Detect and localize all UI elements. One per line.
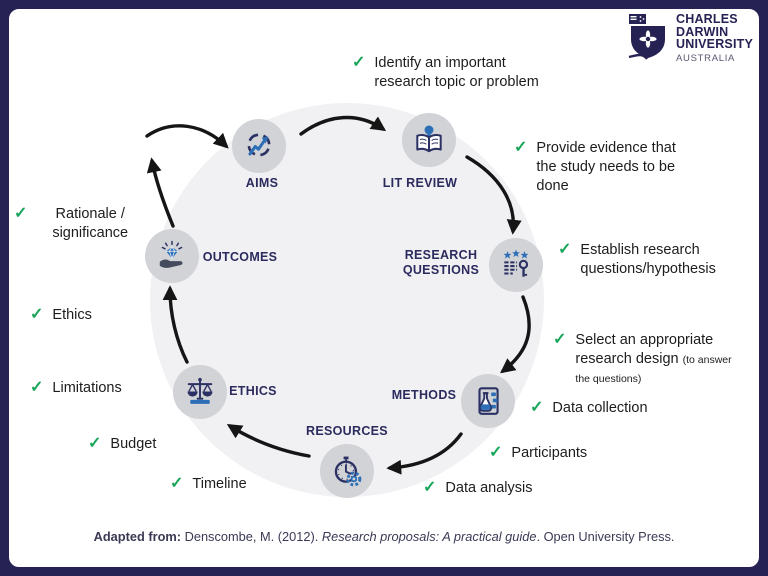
- node-aims: [232, 119, 286, 173]
- citation-title: Research proposals: A practical guide: [321, 529, 537, 544]
- check-icon: ✓: [14, 205, 28, 222]
- check-icon: ✓: [30, 306, 44, 323]
- annotation-text: Rationale / significance: [52, 206, 129, 241]
- annotation-data-collection: ✓ Data collection: [530, 399, 690, 418]
- annotation-text: Budget: [110, 436, 157, 452]
- annotation-timeline: ✓ Timeline: [170, 475, 280, 494]
- logo-line-3: UNIVERSITY: [676, 37, 754, 51]
- annotation-text: Data collection: [552, 400, 648, 416]
- annotation-text: Provide evidence that the study needs to…: [536, 140, 676, 194]
- label-research-questions: RESEARCH QUESTIONS: [402, 248, 480, 277]
- label-lit-review: LIT REVIEW: [382, 176, 458, 190]
- annotation-text: Timeline: [192, 476, 247, 492]
- check-icon: ✓: [514, 139, 528, 156]
- citation-suffix: . Open University Press.: [536, 529, 675, 544]
- annotation-text: Data analysis: [445, 480, 533, 496]
- label-resources: RESOURCES: [306, 424, 388, 438]
- annotation-ethics: ✓ Ethics: [30, 306, 130, 325]
- check-icon: ✓: [170, 475, 184, 492]
- resources-stopwatch-gear-icon: [334, 456, 362, 487]
- annotation-provide-evidence: ✓ Provide evidence that the study needs …: [514, 139, 694, 196]
- annotation-select-design: ✓ Select an appropriate research design …: [553, 331, 748, 388]
- citation: Adapted from: Denscombe, M. (2012). Rese…: [0, 529, 768, 544]
- annotation-text-note: (to answer the questions): [575, 353, 732, 385]
- logo-line-2: DARWIN: [676, 24, 729, 39]
- university-logo: CHARLES DARWIN UNIVERSITY AUSTRALIA: [627, 13, 753, 64]
- ethics-scales-icon: [187, 377, 213, 404]
- aims-target-growth-icon: [247, 133, 271, 157]
- node-methods: [461, 374, 515, 428]
- annotation-data-analysis: ✓ Data analysis: [423, 479, 573, 498]
- annotation-participants: ✓ Participants: [489, 444, 629, 463]
- check-icon: ✓: [530, 399, 544, 416]
- label-methods: METHODS: [391, 388, 457, 402]
- check-icon: ✓: [423, 479, 437, 496]
- annotation-text: Select an appropriate research design (t…: [575, 331, 748, 388]
- annotation-establish: ✓ Establish research questions/hypothesi…: [558, 241, 748, 279]
- annotation-text: Limitations: [52, 380, 122, 396]
- check-icon: ✓: [88, 435, 102, 452]
- check-icon: ✓: [553, 331, 567, 348]
- annotation-identify: ✓ Identify an important research topic o…: [352, 54, 552, 92]
- annotation-budget: ✓ Budget: [88, 435, 188, 454]
- label-outcomes: OUTCOMES: [202, 250, 278, 264]
- check-icon: ✓: [352, 54, 366, 71]
- research-questions-stars-key-icon: [503, 249, 529, 277]
- annotation-text-main: Select an appropriate research design: [575, 332, 714, 367]
- label-ethics: ETHICS: [229, 384, 277, 398]
- check-icon: ✓: [30, 379, 44, 396]
- university-crest-icon: [628, 14, 665, 60]
- lit-review-book-bulb-icon: [416, 125, 442, 153]
- node-outcomes: [145, 229, 199, 283]
- annotation-text: Ethics: [52, 307, 92, 323]
- check-icon: ✓: [558, 241, 572, 258]
- node-research-questions: [489, 238, 543, 292]
- check-icon: ✓: [489, 444, 503, 461]
- annotation-limitations: ✓ Limitations: [30, 379, 160, 398]
- annotation-rationale: ✓ Rationale / significance: [14, 205, 144, 243]
- node-lit-review: [402, 113, 456, 167]
- outcomes-hand-diamond-icon: [159, 240, 183, 268]
- annotation-text: Participants: [511, 445, 588, 461]
- logo-line-1: CHARLES: [676, 12, 738, 26]
- annotation-text: Establish research questions/hypothesis: [580, 242, 716, 277]
- logo-line-4: AUSTRALIA: [676, 52, 736, 64]
- university-logo-text: CHARLES DARWIN UNIVERSITY AUSTRALIA: [676, 13, 753, 64]
- citation-authors: Denscombe, M. (2012).: [181, 529, 322, 544]
- node-resources: [320, 444, 374, 498]
- methods-flask-flowchart-icon: [478, 387, 499, 415]
- node-ethics: [173, 365, 227, 419]
- citation-prefix: Adapted from:: [93, 529, 182, 544]
- annotation-text: Identify an important research topic or …: [374, 55, 539, 90]
- label-aims: AIMS: [245, 176, 279, 190]
